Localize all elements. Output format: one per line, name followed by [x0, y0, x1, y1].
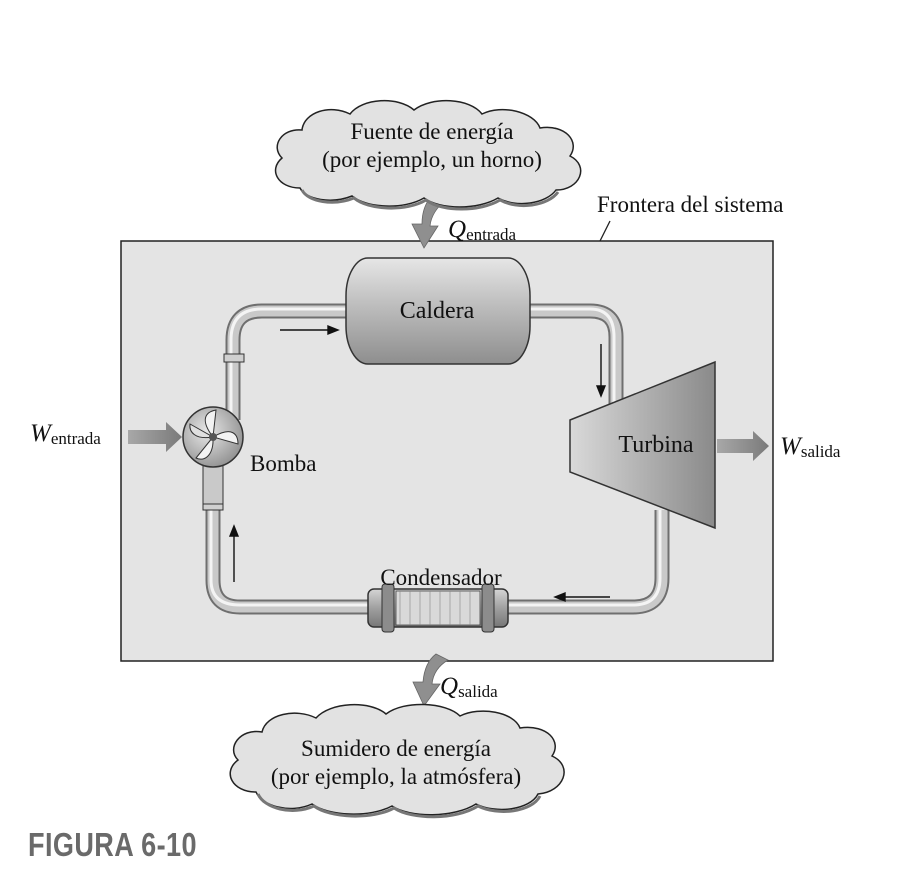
pipe-loop: [205, 303, 670, 615]
q-in-label: Qentrada: [448, 216, 517, 244]
turbine-label: Turbina: [618, 432, 693, 458]
boiler: [345, 257, 531, 365]
energy-sink-cloud: [229, 703, 565, 819]
w-out-label: Wsalida: [780, 433, 841, 461]
sink-cloud-line1: Sumidero de energía: [301, 736, 491, 761]
flow-arrows: [228, 324, 610, 603]
q-out-arrow: [412, 653, 449, 707]
w-out-arrow: [717, 431, 769, 461]
pump-label: Bomba: [250, 451, 316, 476]
figure-caption: FIGURA 6-10: [28, 826, 197, 863]
sink-cloud-line2: (por ejemplo, la atmósfera): [271, 764, 521, 789]
energy-source-cloud: [274, 99, 582, 211]
boiler-label: Caldera: [400, 298, 475, 324]
pump: [182, 406, 244, 505]
condenser-label: Condensador: [380, 565, 502, 590]
boundary-leader-line: [599, 220, 611, 242]
boundary-label: Frontera del sistema: [597, 192, 784, 217]
source-cloud-line1: Fuente de energía: [350, 119, 513, 144]
source-cloud-line2: (por ejemplo, un horno): [322, 147, 542, 172]
w-in-label: Wentrada: [30, 420, 101, 448]
turbine: [569, 360, 716, 530]
pipe-collar-top: [223, 353, 245, 363]
condenser: [367, 583, 509, 633]
q-out-label: Qsalida: [440, 673, 498, 701]
w-in-arrow: [128, 422, 182, 452]
